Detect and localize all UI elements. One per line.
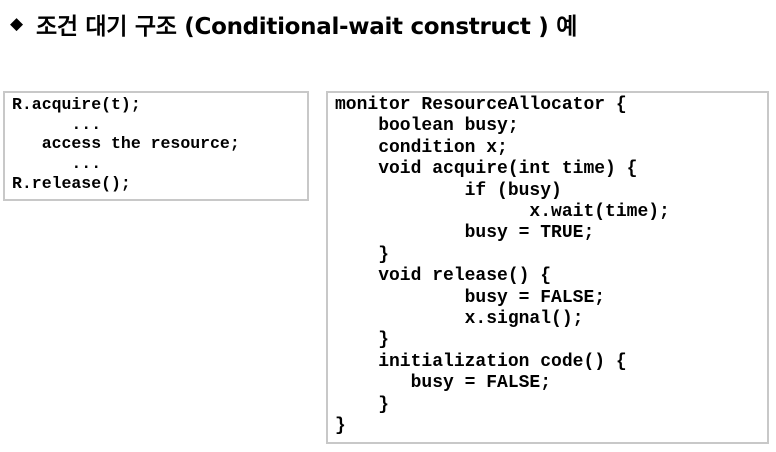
code-line: busy = FALSE;: [335, 373, 552, 394]
code-line: }: [335, 394, 390, 415]
usage-code-box: R.acquire(t); ... access the resource; .…: [3, 91, 309, 201]
usage-code-block: R.acquire(t); ... access the resource; .…: [12, 95, 307, 194]
code-line: condition x;: [335, 137, 508, 158]
code-line: }: [335, 244, 390, 265]
code-line: monitor ResourceAllocator {: [335, 95, 627, 115]
code-line: R.release();: [12, 173, 131, 193]
code-line: void acquire(int time) {: [335, 159, 638, 180]
slide-title-text: 조건 대기 구조 (Conditional-wait construct ) 예: [36, 14, 578, 40]
code-line: busy = FALSE;: [335, 287, 606, 308]
code-line: access the resource;: [12, 134, 240, 154]
code-line: void release() {: [335, 266, 552, 287]
code-line: busy = TRUE;: [335, 223, 595, 244]
code-line: }: [335, 330, 390, 351]
code-line: x.signal();: [335, 309, 584, 330]
code-line: ...: [12, 154, 102, 174]
code-line: R.acquire(t);: [12, 95, 141, 114]
slide-title: ◆ 조건 대기 구조 (Conditional-wait construct )…: [10, 4, 577, 44]
code-line: if (busy): [335, 180, 562, 201]
monitor-code-block: monitor ResourceAllocator { boolean busy…: [335, 95, 767, 438]
diamond-bullet-icon: ◆: [10, 13, 24, 34]
code-line: x.wait(time);: [335, 202, 670, 223]
code-line: boolean busy;: [335, 116, 519, 137]
code-line: initialization code() {: [335, 351, 627, 372]
code-line: }: [335, 416, 346, 437]
code-line: ...: [12, 114, 102, 134]
monitor-code-box: monitor ResourceAllocator { boolean busy…: [326, 91, 769, 444]
